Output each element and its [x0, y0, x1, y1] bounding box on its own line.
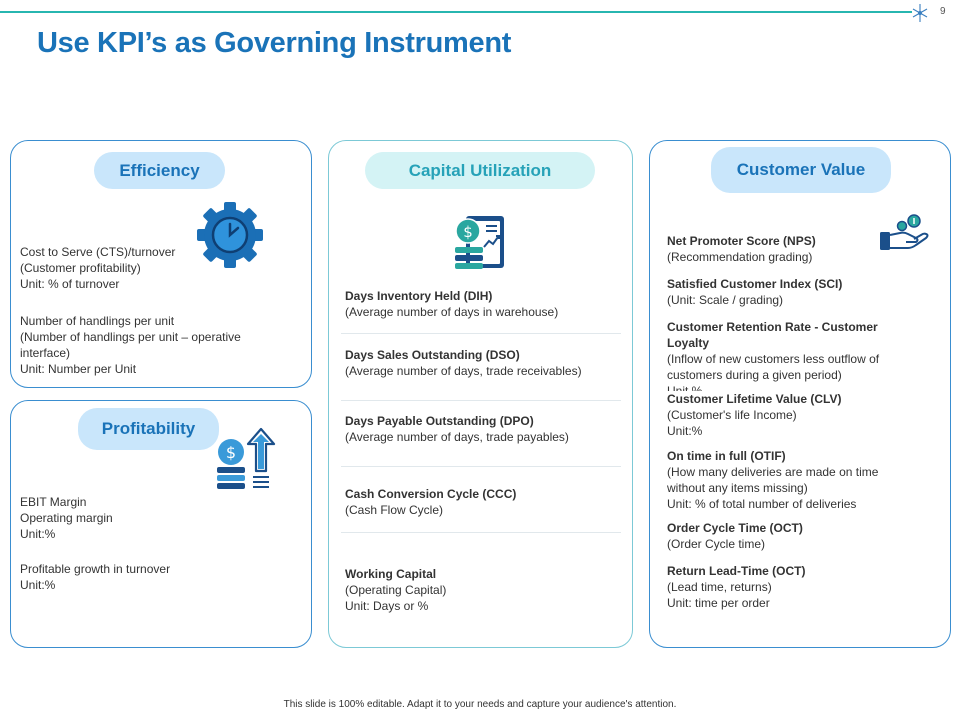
- capital-item-line: (Average number of days, trade payables): [345, 430, 569, 444]
- efficiency-line: (Number of handlings per unit – operativ…: [20, 330, 241, 344]
- customer-item-line: (Unit: Scale / grading): [667, 293, 784, 307]
- customer-item-title: Satisfied Customer Index (SCI): [667, 277, 843, 291]
- capital-item-line: (Operating Capital): [345, 583, 447, 597]
- capital-item-dpo: Days Payable Outstanding (DPO) (Average …: [345, 413, 625, 445]
- customer-item-line: Unit:%: [667, 424, 703, 438]
- capital-item-title: Days Payable Outstanding (DPO): [345, 414, 534, 428]
- customer-item-line: without any items missing): [667, 481, 808, 495]
- customer-item-line: (How many deliveries are made on time: [667, 465, 879, 479]
- customer-item-return-lead-time: Return Lead-Time (OCT) (Lead time, retur…: [667, 563, 937, 611]
- capital-item-line: (Cash Flow Cycle): [345, 503, 444, 517]
- divider: [341, 466, 621, 467]
- capital-item-line: (Average number of days in warehouse): [345, 305, 559, 319]
- customer-item-line: (Recommendation grading): [667, 250, 813, 264]
- svg-text:$: $: [463, 223, 473, 241]
- divider: [341, 333, 621, 334]
- header-rule: [0, 11, 912, 13]
- customer-item-title: Customer Retention Rate - Customer: [667, 320, 878, 334]
- customer-item-sci: Satisfied Customer Index (SCI) (Unit: Sc…: [667, 276, 937, 308]
- customer-item-line: Unit %: [667, 384, 703, 391]
- capital-item-title: Days Sales Outstanding (DSO): [345, 348, 520, 362]
- customer-item-line: (Lead time, returns): [667, 580, 772, 594]
- efficiency-label: Efficiency: [94, 152, 225, 189]
- customer-item-title: Order Cycle Time (OCT): [667, 521, 803, 535]
- capital-item-ccc: Cash Conversion Cycle (CCC) (Cash Flow C…: [345, 486, 625, 518]
- customer-item-line: Unit: time per order: [667, 596, 770, 610]
- divider: [341, 532, 621, 533]
- footer-note: This slide is 100% editable. Adapt it to…: [283, 699, 677, 710]
- customer-item-line: (Order Cycle time): [667, 537, 766, 551]
- page-number: 9: [940, 6, 946, 17]
- capital-item-line: (Average number of days, trade receivabl…: [345, 364, 582, 378]
- efficiency-line: Number of handlings per unit: [20, 314, 175, 328]
- profitability-line: Unit:%: [20, 527, 56, 541]
- efficiency-line: (Customer profitability): [20, 261, 141, 275]
- customer-item-line: (Customer's life Income): [667, 408, 797, 422]
- customer-item-line: Unit: % of total number of deliveries: [667, 497, 857, 511]
- customer-item-clv: Customer Lifetime Value (CLV) (Customer'…: [667, 391, 937, 439]
- customer-item-title: On time in full (OTIF): [667, 449, 786, 463]
- efficiency-line: Unit: Number per Unit: [20, 362, 137, 376]
- brand-logo-icon: [910, 3, 930, 23]
- profitability-line: Profitable growth in turnover: [20, 562, 171, 576]
- customer-item-oct: Order Cycle Time (OCT) (Order Cycle time…: [667, 520, 937, 552]
- customer-item-otif: On time in full (OTIF) (How many deliver…: [667, 448, 942, 512]
- customer-item-nps: Net Promoter Score (NPS) (Recommendation…: [667, 233, 907, 265]
- capital-utilization-label: Capital Utilization: [365, 152, 595, 189]
- customer-item-retention: Customer Retention Rate - Customer Loyal…: [667, 319, 942, 391]
- efficiency-line: interface): [20, 346, 71, 360]
- customer-item-title: Net Promoter Score (NPS): [667, 234, 816, 248]
- capital-item-dso: Days Sales Outstanding (DSO) (Average nu…: [345, 347, 625, 379]
- profitability-block-1: EBIT Margin Operating margin Unit:%: [20, 494, 210, 542]
- profitability-label: Profitability: [78, 408, 219, 450]
- efficiency-line: Unit: % of turnover: [20, 277, 120, 291]
- money-growth-icon: $: [213, 426, 277, 494]
- efficiency-block-2: Number of handlings per unit (Number of …: [20, 313, 290, 377]
- svg-text:$: $: [226, 443, 236, 462]
- capital-item-title: Cash Conversion Cycle (CCC): [345, 487, 517, 501]
- divider: [341, 400, 621, 401]
- efficiency-line: Cost to Serve (CTS)/turnover: [20, 245, 176, 259]
- page-title: Use KPI’s as Governing Instrument: [37, 27, 512, 59]
- profitability-line: Unit:%: [20, 578, 56, 592]
- capital-item-line: Unit: Days or %: [345, 599, 429, 613]
- customer-item-line: (Inflow of new customers less outflow of: [667, 352, 880, 366]
- capital-item-working-capital: Working Capital (Operating Capital) Unit…: [345, 566, 625, 614]
- capital-item-title: Working Capital: [345, 567, 437, 581]
- hand-coins-icon: [878, 212, 932, 254]
- customer-item-line: customers during a given period): [667, 368, 842, 382]
- efficiency-block-1: Cost to Serve (CTS)/turnover (Customer p…: [20, 244, 210, 292]
- profitability-line: Operating margin: [20, 511, 113, 525]
- capital-item-dih: Days Inventory Held (DIH) (Average numbe…: [345, 288, 625, 320]
- profitability-block-2: Profitable growth in turnover Unit:%: [20, 561, 290, 593]
- customer-item-title: Loyalty: [667, 336, 710, 350]
- financial-report-icon: $: [452, 214, 508, 272]
- customer-item-title: Customer Lifetime Value (CLV): [667, 392, 842, 406]
- gear-clock-icon: [196, 201, 264, 269]
- profitability-line: EBIT Margin: [20, 495, 87, 509]
- customer-value-label: Customer Value: [711, 147, 891, 193]
- capital-item-title: Days Inventory Held (DIH): [345, 289, 493, 303]
- customer-item-title: Return Lead-Time (OCT): [667, 564, 806, 578]
